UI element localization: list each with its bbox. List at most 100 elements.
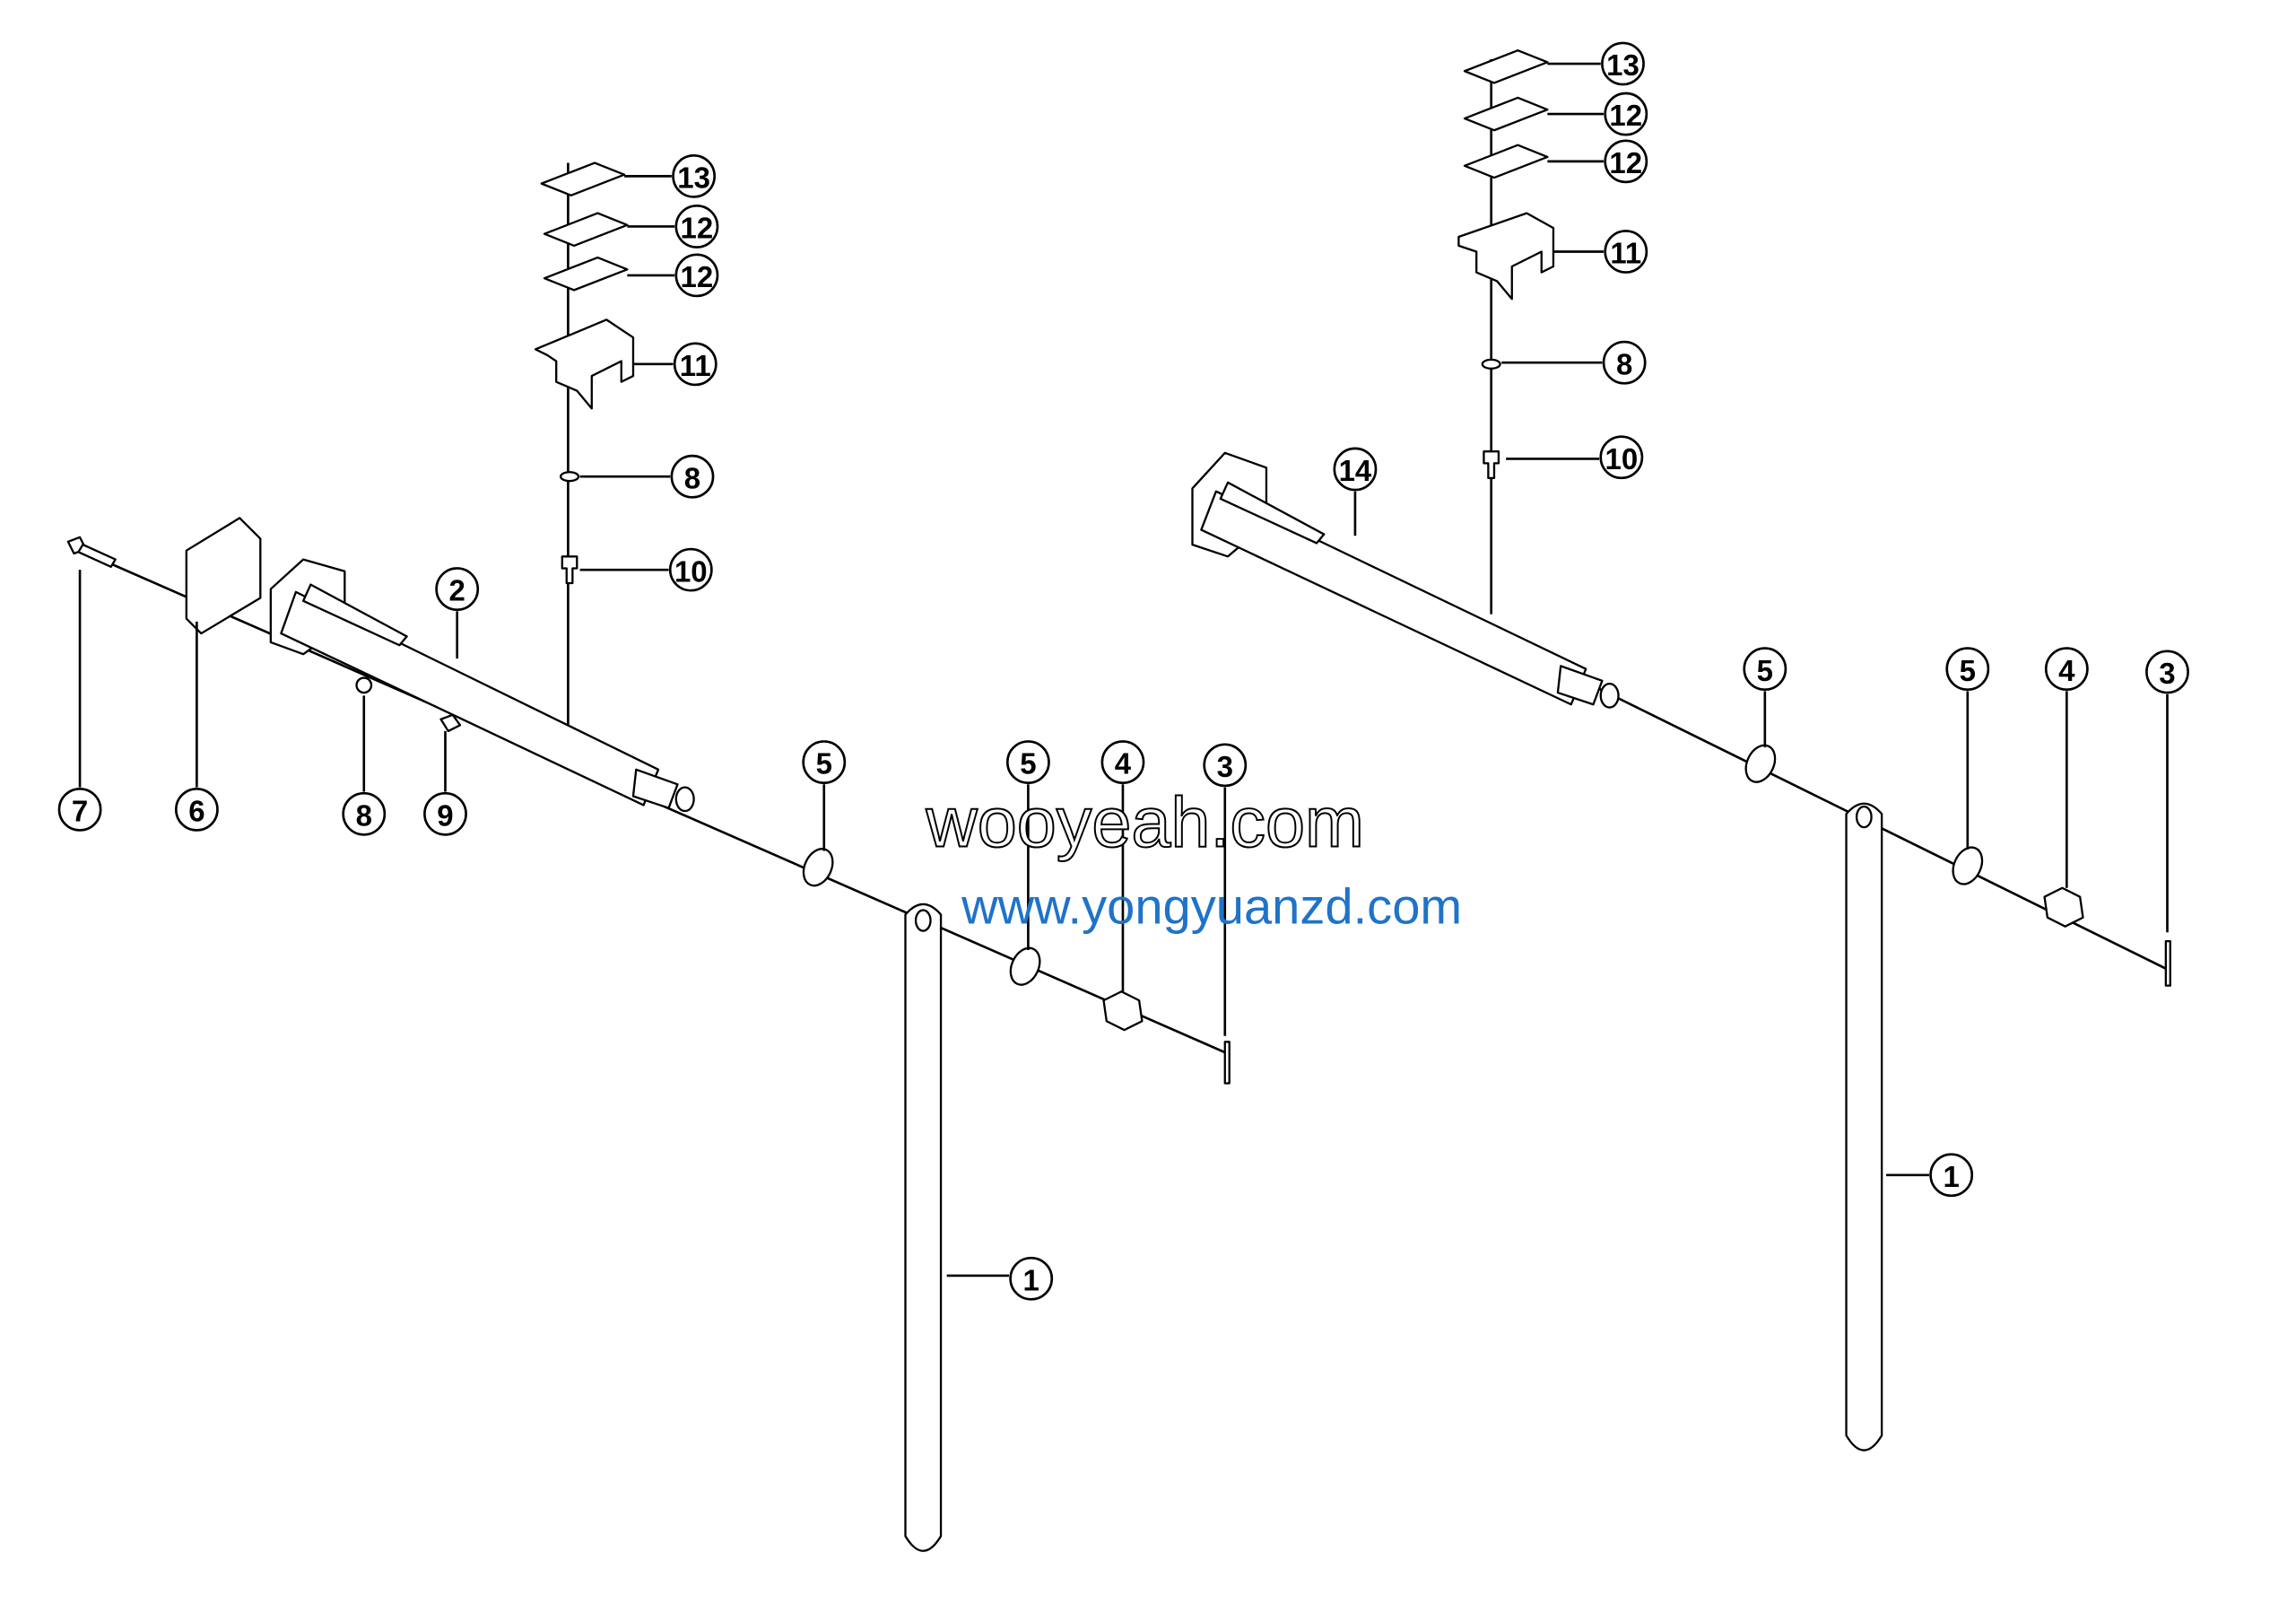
callout-number: 1 xyxy=(1943,1160,1959,1193)
callout-circle xyxy=(174,787,219,832)
right-assembly xyxy=(1191,49,2171,1452)
callout-circle xyxy=(1599,435,1644,480)
callout-circle xyxy=(1333,447,1378,492)
washer-icon xyxy=(1744,744,1777,783)
shim-icon xyxy=(543,256,629,292)
callout-circle xyxy=(1929,1153,1974,1198)
callout-right-1: 12 xyxy=(1604,92,1648,136)
callout-circle xyxy=(1945,647,1990,692)
callout-left-14: 3 xyxy=(1203,743,1248,788)
bolt-icon xyxy=(66,536,117,568)
callout-circle xyxy=(672,153,717,198)
callout-right-3: 11 xyxy=(1604,230,1648,274)
callout-left-10: 9 xyxy=(423,791,467,836)
callout-number: 7 xyxy=(72,795,88,828)
castle-nut-icon xyxy=(2043,886,2084,928)
callout-right-2: 12 xyxy=(1604,139,1648,184)
shim-icon xyxy=(543,212,629,248)
callout-number: 3 xyxy=(1217,750,1233,783)
shim-icon xyxy=(540,161,626,196)
callout-number: 11 xyxy=(680,349,711,382)
watermark-secondary: www.yongyuanzd.com xyxy=(961,877,1462,934)
callout-right-9: 4 xyxy=(2044,647,2089,692)
callout-number: 13 xyxy=(677,161,710,195)
callout-circle xyxy=(1601,41,1645,86)
watermark-primary: wooyeah.com xyxy=(926,782,1364,862)
callout-left-4: 8 xyxy=(670,454,715,499)
axle-tube-icon xyxy=(269,558,695,813)
cotter-pin-icon xyxy=(1223,1041,1231,1085)
arm-hole-icon xyxy=(1855,805,1873,829)
bolt-icon xyxy=(1483,450,1500,480)
callout-left-0: 13 xyxy=(672,153,717,198)
callout-number: 8 xyxy=(1616,347,1632,380)
callout-number: 9 xyxy=(437,798,453,832)
cotter-pin-icon xyxy=(2164,940,2171,987)
callout-right-6: 14 xyxy=(1333,447,1378,492)
callout-circle xyxy=(435,567,480,611)
arm-hole-icon xyxy=(914,909,932,932)
axle-tube-icon xyxy=(1191,451,1620,709)
callout-number: 8 xyxy=(684,461,700,494)
callout-left-6: 2 xyxy=(435,567,480,611)
callout-number: 5 xyxy=(1020,747,1036,780)
callout-circle xyxy=(1005,740,1050,784)
callout-number: 3 xyxy=(2159,657,2175,690)
callout-right-7: 5 xyxy=(1743,647,1787,692)
callout-right-10: 3 xyxy=(2145,650,2189,694)
shim-icon xyxy=(1463,96,1549,132)
callout-circle xyxy=(668,547,713,592)
callout-number: 8 xyxy=(356,798,372,832)
callout-left-8: 6 xyxy=(174,787,219,832)
nut-icon xyxy=(439,713,462,733)
callout-right-0: 13 xyxy=(1601,41,1645,86)
callout-number: 10 xyxy=(674,554,708,588)
shim-icon xyxy=(1463,144,1549,179)
callout-circle xyxy=(423,791,467,836)
callout-circle xyxy=(342,791,387,836)
callout-circle xyxy=(1604,92,1648,136)
callout-number: 4 xyxy=(2058,654,2075,687)
bracket-icon xyxy=(1457,212,1555,301)
callout-circle xyxy=(670,454,715,499)
callout-circle xyxy=(674,205,719,249)
castle-nut-icon xyxy=(1102,990,1144,1032)
callout-number: 5 xyxy=(1757,654,1773,687)
washer-icon xyxy=(560,471,580,483)
washer-icon xyxy=(802,848,834,887)
callout-left-12: 5 xyxy=(1005,740,1050,784)
callout-number: 6 xyxy=(188,795,204,828)
callout-right-5: 10 xyxy=(1599,435,1644,480)
callout-circle xyxy=(2044,647,2089,692)
callout-number: 13 xyxy=(1606,48,1639,82)
callout-right-11: 1 xyxy=(1929,1153,1974,1198)
callout-right-4: 8 xyxy=(1602,340,1647,385)
callout-number: 2 xyxy=(449,574,465,607)
mounting-plate-icon xyxy=(185,517,262,635)
washer-icon xyxy=(1009,946,1041,986)
shim-icon xyxy=(1463,49,1549,84)
callout-number: 14 xyxy=(1339,454,1372,487)
callout-circle xyxy=(673,342,718,387)
callout-left-5: 10 xyxy=(668,547,713,592)
callout-circle xyxy=(1100,740,1145,784)
lever-arm-icon xyxy=(1845,802,1883,1452)
callout-circle xyxy=(802,740,847,784)
callout-left-2: 12 xyxy=(674,253,719,298)
callout-left-11: 5 xyxy=(802,740,847,784)
callout-left-1: 12 xyxy=(674,205,719,249)
callout-left-7: 7 xyxy=(57,787,102,832)
callout-left-3: 11 xyxy=(673,342,718,387)
callout-number: 5 xyxy=(1960,654,1976,687)
washer-icon xyxy=(1952,846,1984,885)
callout-circle xyxy=(1604,139,1648,184)
callout-number: 5 xyxy=(816,747,832,780)
callout-circle xyxy=(674,253,719,298)
washer-icon xyxy=(355,676,373,694)
callout-circle xyxy=(1203,743,1248,788)
washer-icon xyxy=(1481,358,1501,370)
callout-circle xyxy=(1602,340,1647,385)
bracket-icon xyxy=(534,318,635,410)
